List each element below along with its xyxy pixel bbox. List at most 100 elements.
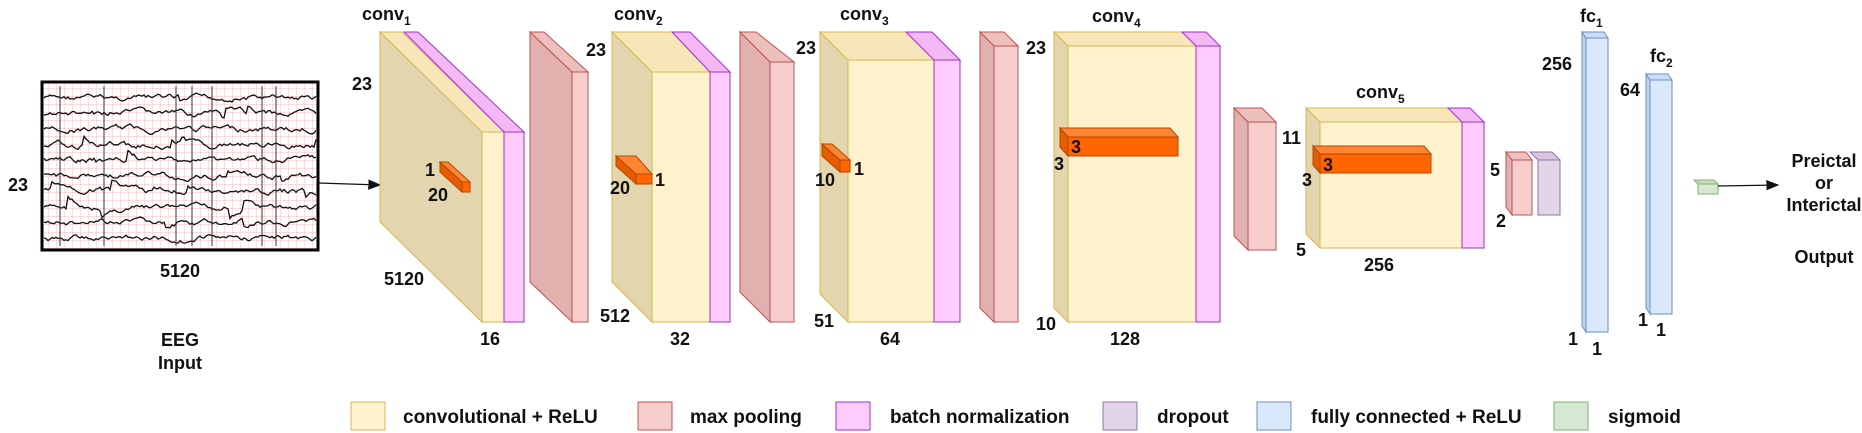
conv1-kernel-w-label: 20 — [428, 185, 448, 205]
fc1-title: fc1 — [1580, 6, 1603, 30]
sigmoid-front-face — [1697, 183, 1719, 195]
conv2-height-label: 23 — [586, 40, 606, 60]
legend-label-conv: convolutional + ReLU — [403, 407, 598, 428]
output-line3: Interictal — [1786, 195, 1861, 215]
conv3-channels-label: 64 — [880, 329, 900, 349]
legend-swatch-sigmoid — [1553, 401, 1589, 431]
fc2-a-label: 1 — [1638, 310, 1648, 330]
eeg-trace — [43, 194, 317, 221]
eeg-signal-panel — [40, 80, 320, 252]
conv4-kernel-a-label: 3 — [1054, 154, 1064, 174]
conv2-front-face — [651, 71, 711, 323]
eeg-trace — [43, 105, 317, 119]
conv5-kernel-top — [1311, 145, 1433, 155]
pool4-block — [1232, 106, 1278, 252]
conv2-length-label: 512 — [600, 306, 630, 326]
dropout-block — [1528, 151, 1562, 216]
conv5-top-face — [1304, 107, 1464, 123]
conv1-kernel-front — [461, 181, 471, 193]
eeg-trace — [43, 134, 317, 151]
conv5-kernel-b-label: 3 — [1323, 155, 1333, 175]
eeg-trace — [43, 234, 317, 244]
fc1-size-label: 256 — [1542, 54, 1572, 74]
legend-item-pool: max pooling — [637, 401, 802, 431]
input-arrow — [317, 179, 382, 190]
conv3-block: conv3 23 51 64 10 1 — [796, 4, 936, 349]
conv4-kernel-top — [1058, 127, 1180, 138]
eeg-trace — [43, 169, 317, 183]
conv4-front-face — [1067, 45, 1197, 323]
conv3-front-face — [847, 59, 935, 323]
conv1-kernel-h-label: 1 — [425, 160, 435, 180]
pool2-front-face — [769, 61, 795, 323]
eeg-trace — [43, 216, 317, 229]
bn3-front-face — [933, 59, 961, 323]
fc1-b-label: 1 — [1592, 339, 1602, 359]
fc2-front-face — [1649, 79, 1673, 315]
eeg-trace — [43, 179, 317, 199]
fc2-title: fc2 — [1650, 46, 1673, 70]
conv3-kernel-h-label: 1 — [854, 159, 864, 179]
conv2-kernel-h-label: 1 — [655, 170, 665, 190]
eeg-height-label: 23 — [8, 175, 28, 195]
conv5-channels-label: 256 — [1364, 255, 1394, 275]
fc1-front-face — [1585, 37, 1609, 333]
conv3-height-label: 23 — [796, 38, 816, 58]
conv2-kernel-w-label: 20 — [610, 178, 630, 198]
legend-swatch-conv — [350, 401, 386, 431]
conv2-kernel-front — [635, 173, 653, 185]
bn5-block — [1446, 107, 1486, 249]
eeg-trace — [43, 92, 317, 103]
output-line1: Preictal — [1791, 151, 1856, 171]
conv1-height-label: 23 — [352, 74, 372, 94]
legend-item-fc: fully connected + ReLU — [1256, 401, 1522, 431]
output-line4: Output — [1795, 247, 1854, 267]
conv5-title: conv5 — [1356, 82, 1405, 106]
bn1-front-face — [503, 131, 525, 323]
pool5-width-label: 2 — [1496, 211, 1506, 231]
legend-swatch-fc — [1256, 401, 1292, 431]
legend-item-dropout: dropout — [1102, 401, 1229, 431]
conv4-title: conv4 — [1092, 6, 1141, 30]
legend-label-pool: max pooling — [690, 407, 802, 428]
conv4-kernel-b-label: 3 — [1071, 137, 1081, 157]
pool5-height-label: 5 — [1490, 160, 1500, 180]
pool3-front-face — [993, 45, 1019, 323]
pool5-front-face — [1511, 159, 1533, 216]
conv4-kernel-front — [1067, 136, 1179, 157]
eeg-trace — [43, 149, 317, 164]
conv3-kernel-front — [839, 159, 851, 173]
bn5-front-face — [1461, 121, 1485, 249]
conv2-block: conv2 23 512 32 20 1 — [586, 4, 712, 349]
bn1-block — [402, 31, 526, 323]
legend-item-sigmoid: sigmoid — [1553, 401, 1681, 431]
conv4-top-face — [1052, 31, 1198, 47]
conv2-title: conv2 — [614, 4, 663, 28]
output-arrow — [1717, 179, 1780, 191]
output-line2: or — [1815, 173, 1833, 193]
conv5-height-label: 11 — [1282, 128, 1301, 148]
bn4-block — [1180, 31, 1222, 323]
legend-swatch-pool — [637, 401, 673, 431]
legend-label-bn: batch normalization — [890, 407, 1069, 428]
conv1-channels-label: 16 — [480, 329, 500, 349]
pool4-front-face — [1247, 121, 1277, 251]
conv5-kernel-front — [1319, 153, 1432, 174]
conv4-height-label: 23 — [1026, 38, 1046, 58]
conv2-channels-label: 32 — [670, 329, 690, 349]
eeg-width-label: 5120 — [160, 261, 200, 281]
fc1-block: fc1 256 1 1 — [1542, 6, 1609, 359]
output-label: Preictal or Interictal Output — [1786, 151, 1861, 267]
legend: convolutional + ReLU max pooling batch n… — [350, 401, 1681, 431]
sigmoid-block — [1692, 179, 1720, 195]
conv5-kernel-a-label: 3 — [1302, 170, 1312, 190]
conv5-length-label: 5 — [1296, 240, 1306, 260]
fc2-b-label: 1 — [1656, 320, 1666, 340]
eeg-caption-line2: Input — [158, 353, 202, 373]
legend-swatch-dropout — [1102, 401, 1138, 431]
conv4-length-label: 10 — [1036, 314, 1056, 334]
fc2-size-label: 64 — [1620, 80, 1640, 100]
conv3-length-label: 51 — [814, 311, 834, 331]
fc1-a-label: 1 — [1568, 329, 1578, 349]
